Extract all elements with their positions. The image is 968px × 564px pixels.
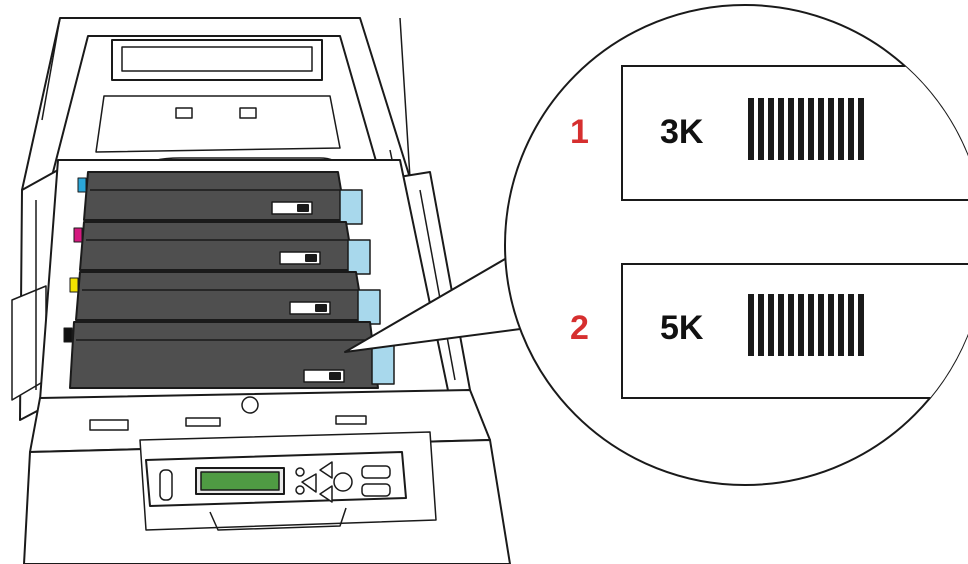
barcode-bar [758, 294, 764, 356]
arrow-up-button-icon [319, 461, 333, 479]
barcode-bar [758, 98, 764, 160]
capacity-label-3k: 3K [660, 113, 704, 151]
callout-number-2: 2 [570, 309, 589, 347]
barcode-bar [778, 98, 784, 160]
printer-illustration [11, 17, 529, 564]
capacity-label-5k: 5K [660, 309, 704, 347]
arrow-left-button-icon [301, 473, 317, 493]
barcode-bar [808, 98, 814, 160]
label-card-5k [621, 263, 968, 399]
label-card-3k [621, 65, 968, 201]
barcode-bar [848, 98, 854, 160]
printer-top-cover [21, 17, 411, 191]
barcode-bar [828, 98, 834, 160]
cartridge-label-mark [297, 204, 309, 212]
toner-color-tab [77, 177, 87, 193]
barcode-bar [798, 98, 804, 160]
cartridge-latch [357, 289, 381, 325]
barcode-bar [788, 98, 794, 160]
toner-cartridge-cyan [77, 171, 363, 225]
barcode-bar [798, 294, 804, 356]
barcode-bar [818, 98, 824, 160]
control-panel [145, 451, 407, 507]
arrow-down-button-icon [319, 485, 333, 503]
barcode-bar [808, 294, 814, 356]
barcode-bar [748, 98, 754, 160]
toner-cartridge-magenta [73, 221, 371, 275]
toner-cartridge-yellow [69, 271, 381, 325]
ok-button-icon [333, 472, 353, 492]
toner-cartridge-black [63, 321, 395, 389]
barcode-bar [838, 98, 844, 160]
barcode-3k [748, 98, 864, 160]
toner-color-tab [63, 327, 73, 343]
barcode-bar [748, 294, 754, 356]
barcode-5k [748, 294, 864, 356]
callout-number-1: 1 [570, 113, 589, 151]
cartridge-label-mark [315, 304, 327, 312]
cartridge-latch [339, 189, 363, 225]
barcode-bar [828, 294, 834, 356]
cartridge-label-mark [329, 372, 341, 380]
magnifier-callout: 1 3K 2 5K [504, 4, 968, 486]
barcode-bar [838, 294, 844, 356]
barcode-bar [818, 294, 824, 356]
barcode-bar [788, 294, 794, 356]
barcode-bar [858, 98, 864, 160]
toner-color-tab [69, 277, 79, 293]
barcode-bar [778, 294, 784, 356]
cartridge-body [69, 321, 379, 389]
cartridge-latch [347, 239, 371, 275]
toner-cartridges [63, 171, 395, 389]
cartridge-label-mark [305, 254, 317, 262]
barcode-bar [768, 98, 774, 160]
lcd-display [200, 471, 280, 491]
toner-color-tab [73, 227, 83, 243]
barcode-bar [768, 294, 774, 356]
barcode-bar [858, 294, 864, 356]
barcode-bar [848, 294, 854, 356]
